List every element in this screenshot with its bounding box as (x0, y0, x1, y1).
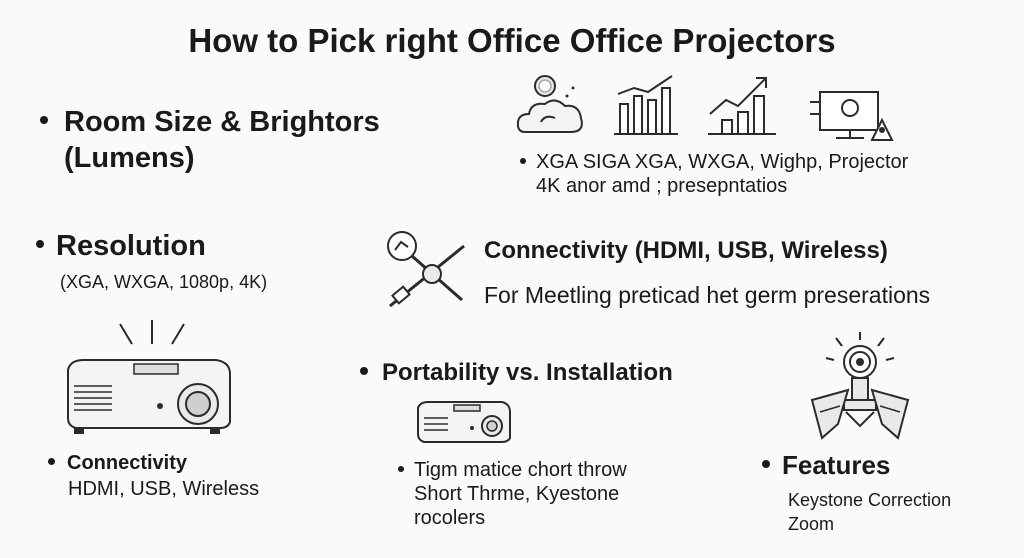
portability-heading: Portability vs. Installation (360, 358, 673, 388)
resolution-heading: Resolution (36, 228, 267, 264)
caption-line-2: 4K anor amd ; presepntatios (536, 175, 788, 197)
features-section: Features Keystone Correction Zoom (762, 450, 951, 536)
portability-heading-row: Portability vs. Installation (360, 358, 673, 388)
bullet-dot (762, 460, 770, 469)
bullet-dot (40, 116, 48, 125)
bullet-dot (520, 157, 526, 164)
features-line-2: Zoom (788, 514, 835, 534)
spotlight-icon (798, 330, 924, 442)
room-size-heading: Room Size & Brightors (40, 104, 380, 140)
resolution-subtext: (XGA, WXGA, 1080p, 4K) (60, 272, 268, 292)
projector-small-icon (414, 398, 514, 448)
connectivity-main-section: Connectivity (HDMI, USB, Wireless) For M… (484, 236, 930, 309)
connectivity-small-section: Connectivity HDMI, USB, Wireless (48, 452, 259, 501)
room-size-section: Room Size & Brightors (Lumens) (40, 104, 380, 176)
page-title: How to Pick right Office Office Projecto… (188, 22, 836, 59)
trend-chart-icon (706, 74, 778, 136)
connectivity-small-heading: Connectivity (48, 452, 259, 475)
bar-chart-icon (612, 74, 680, 136)
resolution-heading-text: Resolution (56, 230, 206, 262)
connectivity-main-subtext: For Meetling preticad het germ preserati… (484, 282, 931, 308)
portability-line-1-text: Tigm matice chort throw (414, 459, 627, 481)
resolution-icons-caption: XGA SIGA XGA, WXGA, Wighp, Projector 4K … (520, 150, 908, 198)
portability-heading-text: Portability vs. Installation (382, 359, 673, 386)
portability-line-3: rocolers (414, 507, 486, 529)
features-line-1: Keystone Correction (788, 490, 952, 510)
connectivity-small-subtext: HDMI, USB, Wireless (68, 478, 260, 500)
rays-icon (112, 316, 192, 352)
portability-details: Tigm matice chort throw Short Thrme, Kye… (398, 458, 627, 530)
bullet-dot (360, 366, 368, 375)
room-size-heading-line1: Room Size & Brightors (64, 106, 380, 138)
portability-line-2: Short Thrme, Kyestone (414, 483, 620, 505)
caption-line-1: XGA SIGA XGA, WXGA, Wighp, Projector (520, 150, 908, 174)
bullet-dot (48, 458, 55, 466)
features-heading: Features (762, 450, 951, 480)
room-size-heading-line2: (Lumens) (64, 142, 195, 174)
presenter-screen-icon (806, 88, 898, 142)
bullet-dot (398, 465, 404, 472)
connectivity-small-heading-text: Connectivity (67, 452, 188, 474)
portability-line-1: Tigm matice chort throw (398, 458, 627, 482)
projector-large-icon (60, 352, 236, 434)
cloud-sun-icon (515, 72, 587, 138)
cable-connector-icon (384, 228, 468, 310)
resolution-section: Resolution (XGA, WXGA, 1080p, 4K) (36, 228, 267, 294)
features-heading-text: Features (782, 450, 891, 480)
caption-line-1-text: XGA SIGA XGA, WXGA, Wighp, Projector (536, 151, 909, 173)
connectivity-main-heading: Connectivity (HDMI, USB, Wireless) (484, 237, 888, 264)
bullet-dot (36, 240, 44, 249)
